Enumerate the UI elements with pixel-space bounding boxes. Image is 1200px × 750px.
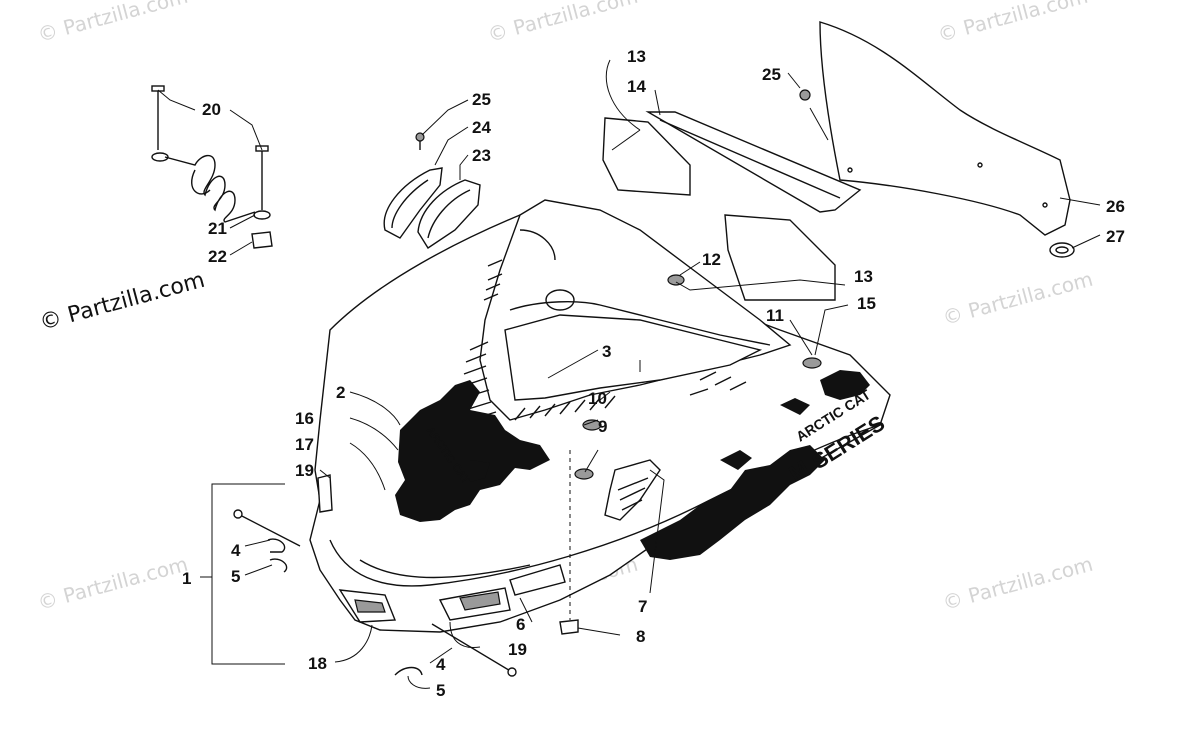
callout-21: 21 xyxy=(208,219,227,238)
hood: ARCTIC CAT ARCTIC CAT M SERIES xyxy=(309,199,891,633)
watermark: © Partzilla.com xyxy=(35,552,190,615)
callouts: 1 2 3 4 5 4 5 6 7 8 9 10 11 12 13 14 13 … xyxy=(182,47,1125,700)
callout-5: 5 xyxy=(231,567,240,586)
callout-1: 1 xyxy=(182,569,191,588)
watermark-main: © Partzilla.com xyxy=(37,268,207,336)
clip xyxy=(559,619,579,635)
callout-19: 19 xyxy=(295,461,314,480)
camo-graphic-left xyxy=(395,380,550,522)
watermark: © Partzilla.com xyxy=(935,0,1090,47)
callout-4: 4 xyxy=(231,541,241,560)
callout-12: 12 xyxy=(702,250,721,269)
callout-7: 7 xyxy=(638,597,647,616)
leader-lines xyxy=(157,59,1101,689)
callout-3: 3 xyxy=(602,342,611,361)
callout-20: 20 xyxy=(202,100,221,119)
callout-4b: 4 xyxy=(436,655,446,674)
callout-24: 24 xyxy=(472,118,491,137)
callout-19b: 19 xyxy=(508,640,527,659)
callout-8: 8 xyxy=(636,627,645,646)
watermark: © Partzilla.com xyxy=(35,0,190,47)
camo-graphic-right xyxy=(640,370,870,560)
callout-16: 16 xyxy=(295,409,314,428)
callout-27: 27 xyxy=(1106,227,1125,246)
callout-23: 23 xyxy=(472,146,491,165)
callout-13: 13 xyxy=(627,47,646,66)
watermark: © Partzilla.com xyxy=(940,267,1095,330)
watermark: © Partzilla.com xyxy=(485,0,640,47)
vent-trim xyxy=(383,132,481,249)
spring-assembly xyxy=(151,85,273,249)
callout-9: 9 xyxy=(598,417,607,436)
callout-6: 6 xyxy=(516,615,525,634)
callout-10: 10 xyxy=(588,389,607,408)
watermark: © Partzilla.com xyxy=(940,552,1095,615)
callout-14: 14 xyxy=(627,77,646,96)
callout-25: 25 xyxy=(472,90,491,109)
callout-2: 2 xyxy=(336,383,345,402)
callout-5b: 5 xyxy=(436,681,445,700)
callout-22: 22 xyxy=(208,247,227,266)
callout-17: 17 xyxy=(295,435,314,454)
callout-26: 26 xyxy=(1106,197,1125,216)
callout-13b: 13 xyxy=(854,267,873,286)
windshield-small xyxy=(602,111,862,301)
grommets xyxy=(559,274,822,635)
side-vent xyxy=(604,459,661,521)
callout-15: 15 xyxy=(857,294,876,313)
callout-11: 11 xyxy=(766,306,784,325)
callout-25b: 25 xyxy=(762,65,781,84)
callout-18: 18 xyxy=(308,654,327,673)
hood-pins xyxy=(200,483,517,677)
windshield-large xyxy=(799,21,1075,258)
